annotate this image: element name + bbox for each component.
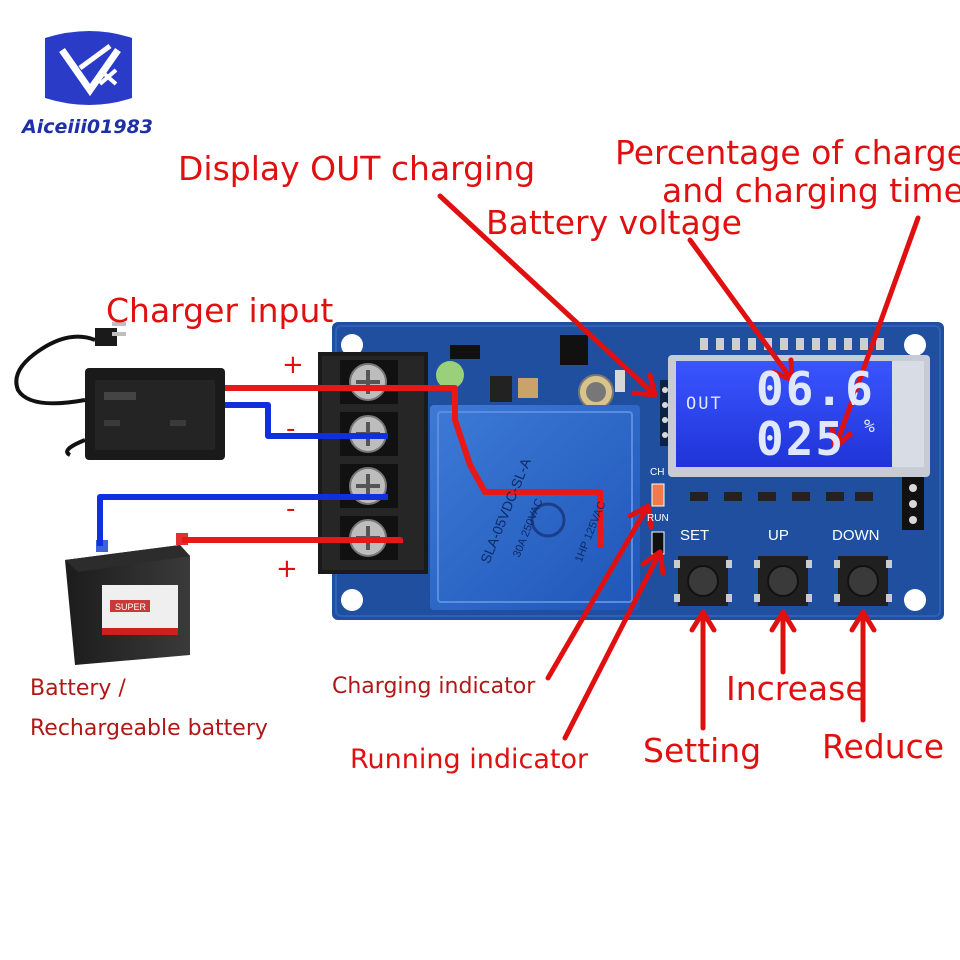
- terminal-plus-bottom: +: [276, 554, 298, 584]
- brand-wordmark: Aiceiii01983: [22, 116, 154, 138]
- lcd-percent-unit: %: [864, 416, 877, 437]
- silk-up: UP: [768, 527, 789, 544]
- label-battery-line2: Rechargeable battery: [30, 716, 268, 741]
- silk-run: RUN: [647, 513, 669, 524]
- terminal-minus-1: -: [286, 414, 296, 444]
- wiring: [97, 385, 603, 548]
- silk-ch: CH: [650, 467, 665, 478]
- label-charging-indicator: Charging indicator: [332, 674, 536, 699]
- silk-set: SET: [680, 527, 710, 544]
- label-percentage-line1: Percentage of charge: [615, 133, 960, 172]
- label-percentage-line2: and charging time: [662, 171, 960, 210]
- tact-buttons: [674, 556, 892, 606]
- label-reduce: Reduce: [822, 727, 945, 766]
- terminal-plus-top: +: [282, 350, 304, 380]
- lcd-out-label: OUT: [686, 394, 723, 414]
- label-charger-input: Charger input: [106, 291, 334, 330]
- label-running-indicator: Running indicator: [350, 744, 589, 775]
- battery-device: [65, 533, 190, 665]
- charger-device: [14, 322, 225, 460]
- terminal-minus-2: -: [286, 494, 296, 524]
- label-increase: Increase: [726, 669, 866, 708]
- battery-brand: SUPER: [115, 602, 147, 612]
- label-battery-line1: Battery /: [30, 676, 126, 701]
- label-setting: Setting: [643, 731, 762, 770]
- lcd-voltage-value: 06.6: [756, 362, 875, 416]
- label-battery-voltage: Battery voltage: [486, 203, 742, 242]
- lcd-percent-value: 025: [756, 412, 846, 466]
- annotation-arrows: [437, 193, 921, 741]
- lcd-voltage-unit: V: [848, 390, 861, 410]
- silk-down: DOWN: [832, 527, 880, 544]
- relay: [430, 405, 640, 610]
- brand-logo: [45, 31, 132, 105]
- label-display-out: Display OUT charging: [178, 149, 536, 188]
